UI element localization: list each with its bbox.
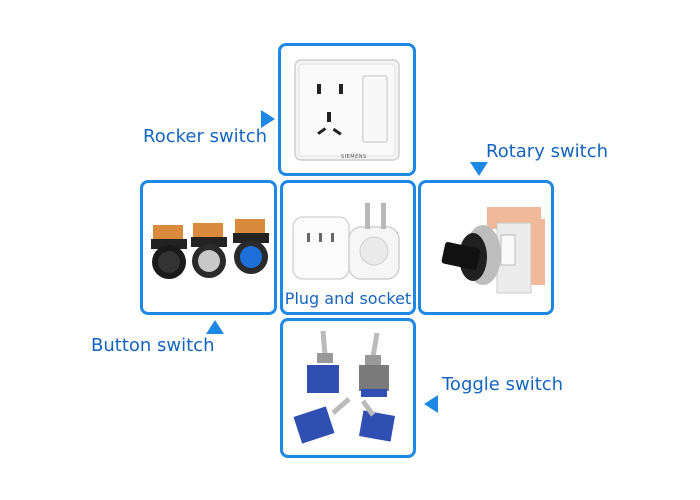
toggle-switch-label: Toggle switch — [442, 374, 564, 395]
rotary-switch-label: Rotary switch — [486, 141, 609, 162]
wall-socket-image — [294, 59, 400, 161]
toggle-switches-image — [293, 330, 396, 444]
arrow-down-icon — [470, 162, 488, 176]
plug-socket-label: Plug and socket — [284, 289, 412, 308]
rocker-switch-tile: SIEMENS — [278, 43, 416, 176]
toggle-switch-tile — [280, 318, 416, 458]
arrow-up-icon — [206, 320, 224, 334]
arrow-right-icon — [261, 110, 275, 128]
button-switch-label: Button switch — [91, 335, 215, 356]
rocker-switch-label: Rocker switch — [143, 126, 268, 147]
button-switch-tile — [140, 180, 277, 315]
push-buttons-image — [151, 219, 269, 279]
plug-socket-tile: Plug and socket — [280, 180, 416, 315]
rotary-switch-tile — [418, 180, 554, 315]
plug-adapters-image — [292, 203, 400, 280]
arrow-left-icon — [424, 395, 438, 413]
rotary-selector-image — [441, 207, 545, 294]
socket-brand: SIEMENS — [341, 154, 367, 160]
